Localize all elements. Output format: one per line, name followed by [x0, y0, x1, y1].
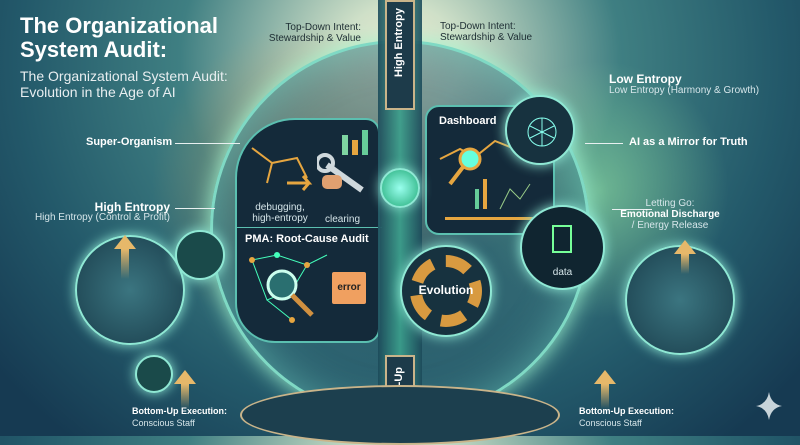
low-entropy-title: Low Entropy — [609, 72, 682, 86]
letting-go-line3: / Energy Release — [631, 220, 709, 231]
up-arrow-icon — [594, 370, 616, 409]
wrench-hand-icon — [317, 130, 368, 193]
panel-divider — [237, 227, 382, 228]
high-entropy-title: High Entropy — [94, 200, 170, 214]
letting-go-label: Letting Go: Emotional Discharge / Energy… — [620, 198, 720, 231]
high-entropy-arrow-label: High Entropy — [393, 8, 405, 78]
top-down-intent-left: Top-Down Intent: Stewardship & Value — [268, 22, 361, 44]
bottom-up-execution-right: Bottom-Up Execution: Conscious Staff — [579, 405, 674, 429]
bottom-left-line2: Conscious Staff — [132, 418, 195, 428]
connector-line — [612, 209, 652, 210]
pma-heading: PMA: Root-Cause Audit — [245, 233, 369, 245]
node-sphere — [175, 230, 225, 280]
high-entropy-sub: High Entropy (Control & Profit) — [34, 212, 170, 223]
data-document-icon — [552, 225, 572, 253]
low-entropy-sub: Low Entropy (Harmony & Growth) — [609, 85, 760, 96]
top-down-intent-right: Top-Down Intent: Stewardship & Value — [440, 21, 533, 43]
central-lens-icon — [380, 168, 420, 208]
bottom-right-line2: Conscious Staff — [579, 418, 642, 428]
node-sphere-small — [135, 355, 173, 393]
platform — [240, 385, 560, 445]
cracked-system-icon — [251, 147, 313, 191]
sparkle-icon — [756, 392, 782, 420]
ai-brain-icon — [505, 95, 575, 165]
debugging-label: debugging, high-entropy — [252, 202, 308, 224]
page-subtitle: The Organizational System Audit: Evoluti… — [20, 68, 228, 100]
up-arrow-icon — [674, 240, 696, 274]
bottom-up-execution-left: Bottom-Up Execution: Conscious Staff — [132, 405, 227, 429]
high-entropy-arrow: High Entropy — [385, 0, 415, 110]
connector-line — [175, 208, 215, 209]
up-arrow-icon — [114, 235, 136, 279]
staff-team-right — [625, 245, 735, 355]
data-label: data — [552, 267, 573, 278]
connector-line — [585, 143, 623, 144]
super-organism-label: Super-Organism — [86, 136, 173, 148]
dashboard-charts-icon — [439, 139, 535, 220]
page-title: The Organizational System Audit: — [20, 13, 219, 62]
clearing-label: clearing — [325, 214, 361, 225]
bottom-left-line1: Bottom-Up Execution: — [132, 406, 227, 416]
staff-team-left — [75, 235, 185, 345]
ai-mirror-label: AI as a Mirror for Truth — [629, 136, 748, 148]
bottom-right-line1: Bottom-Up Execution: — [579, 406, 674, 416]
connector-line — [175, 143, 240, 144]
left-panel: debugging, high-entropy clearing PMA: Ro… — [235, 118, 382, 343]
letting-go-line2: Emotional Discharge — [620, 209, 720, 220]
evolution-label: Evolution — [418, 283, 474, 297]
error-file: error — [332, 272, 366, 304]
letting-go-line1: Letting Go: — [645, 198, 695, 209]
up-arrow-icon — [174, 370, 196, 409]
network-magnifier-icon — [249, 252, 328, 323]
dashboard-heading: Dashboard — [439, 115, 497, 127]
evolution-gear: Evolution — [400, 245, 492, 337]
data-circle: data — [520, 205, 605, 290]
